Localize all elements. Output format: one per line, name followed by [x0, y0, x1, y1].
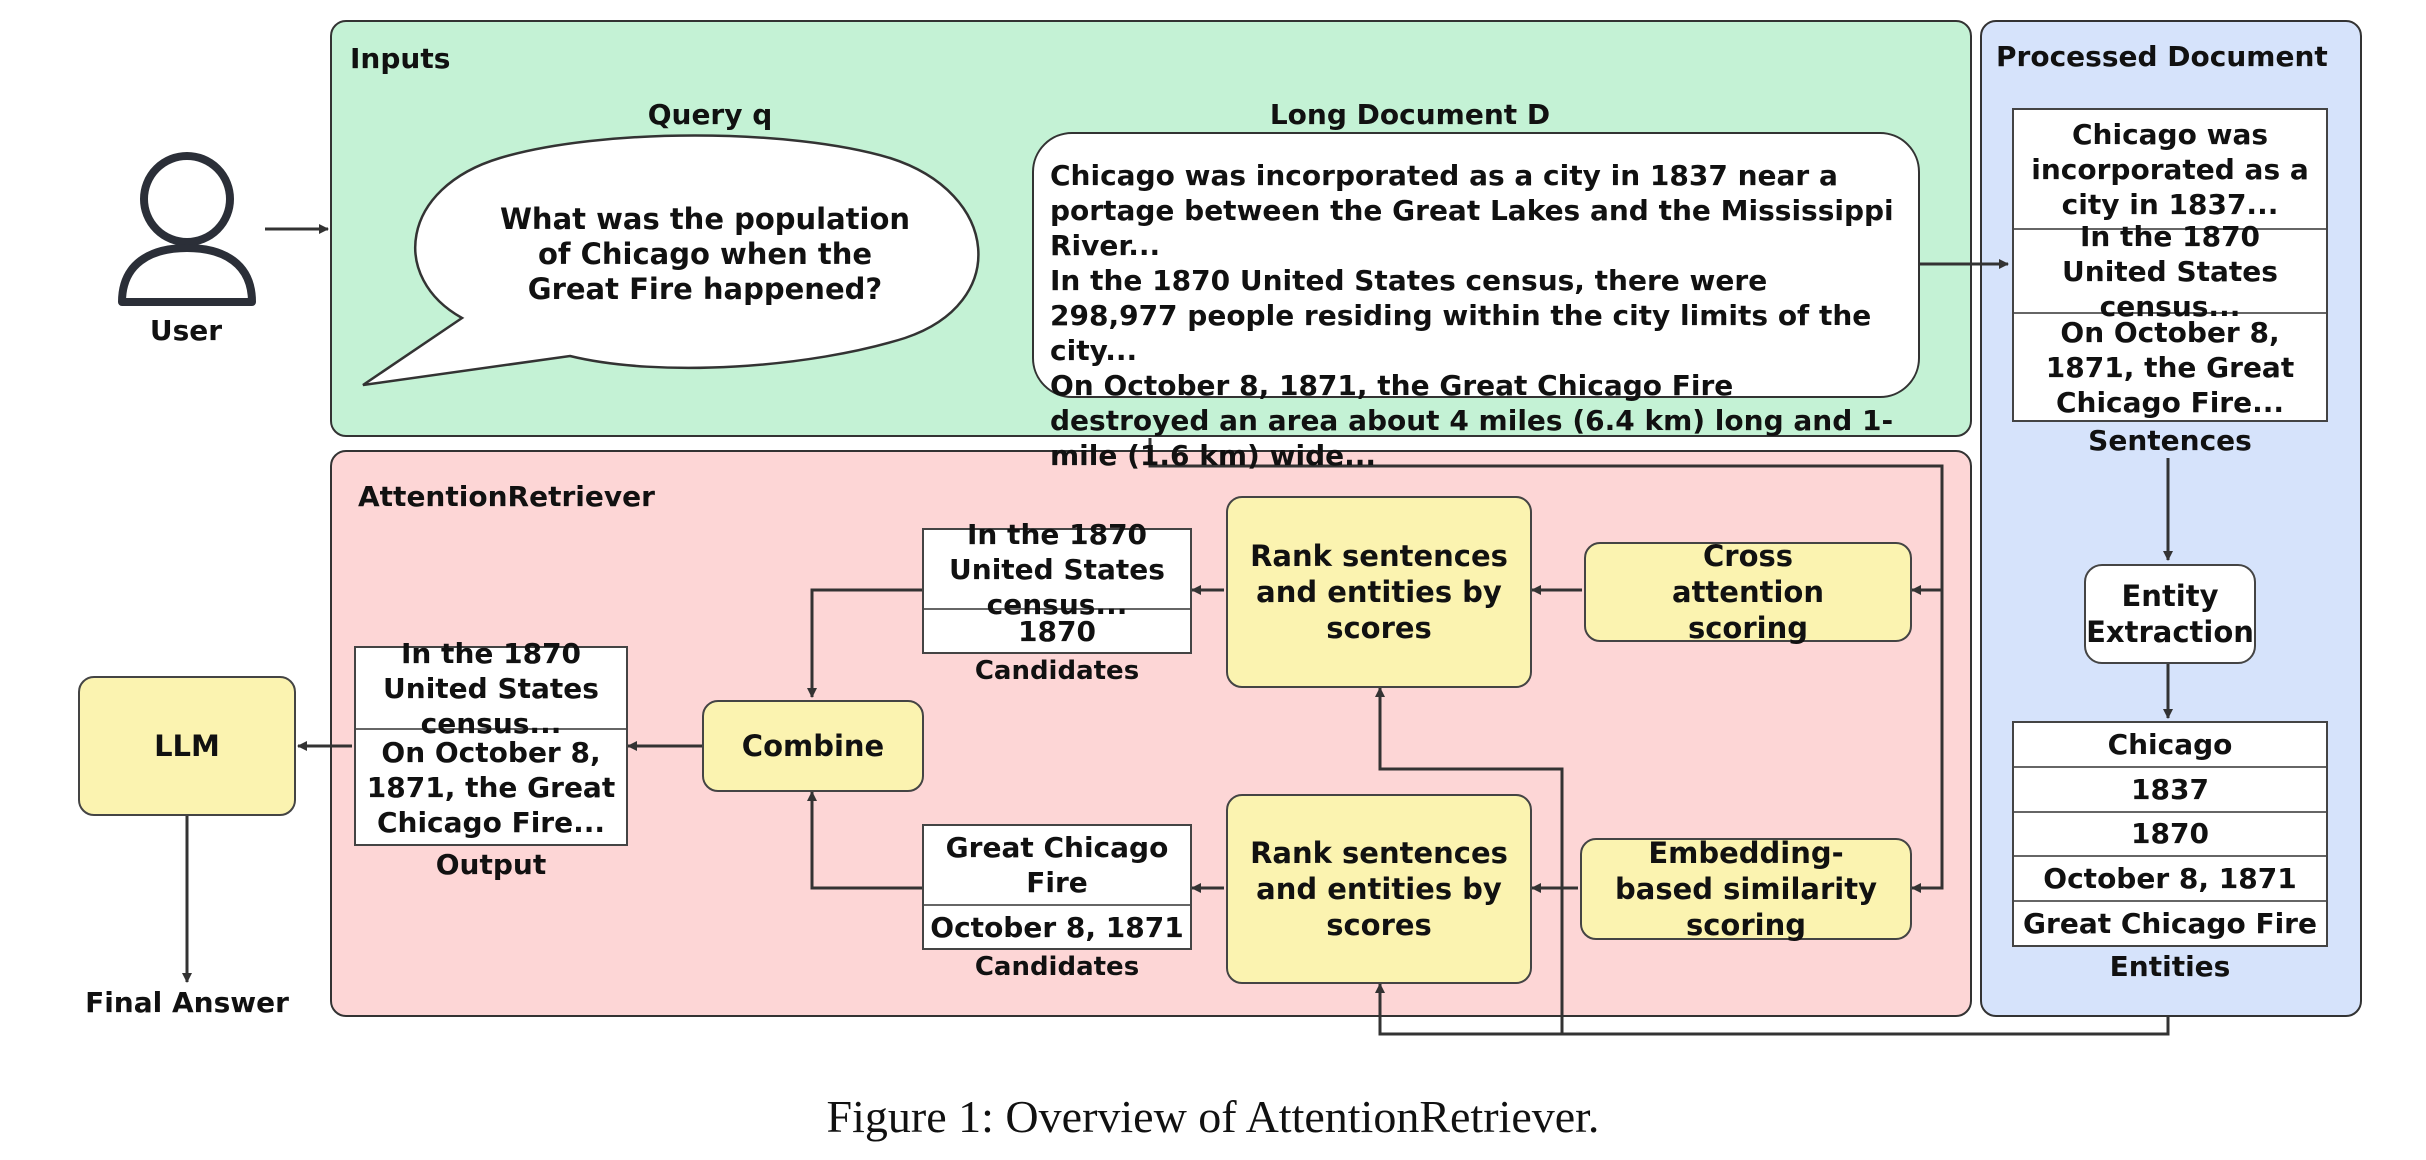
- sentences-stack: Chicago was incorporated as a city in 18…: [2012, 108, 2328, 422]
- document-line-3: On October 8, 1871, the Great Chicago Fi…: [1050, 369, 1894, 472]
- sentence-item: In the 1870 United States census...: [2014, 220, 2326, 323]
- speech-bubble: [362, 134, 980, 387]
- candidate-item: October 8, 1871: [930, 910, 1184, 944]
- cross-attention-scoring-box: Cross attention scoring: [1584, 539, 1912, 645]
- document-title: Long Document D: [1269, 98, 1551, 131]
- sentences-label: Sentences: [2088, 424, 2252, 457]
- query-title: Query q: [647, 98, 773, 131]
- candidate-item: Great Chicago Fire: [924, 826, 1190, 906]
- combine-box: Combine: [702, 700, 924, 792]
- candidates-top-to-combine-line: [807, 588, 922, 698]
- candidates-bottom-stack: Great Chicago Fire October 8, 1871: [922, 824, 1192, 950]
- candidate-item: 1870: [1018, 614, 1096, 648]
- entity-item: Great Chicago Fire: [2023, 907, 2317, 941]
- output-item: In the 1870 United States census...: [356, 637, 626, 740]
- output-item: On October 8, 1871, the Great Chicago Fi…: [366, 735, 616, 839]
- rank-bottom-box: Rank sentences and entities by scores: [1226, 794, 1532, 984]
- query-text: What was the population of Chicago when …: [499, 202, 911, 306]
- entity-item: October 8, 1871: [2014, 857, 2326, 903]
- attention-retriever-title: AttentionRetriever: [358, 480, 655, 513]
- entity-item: 1870: [2014, 813, 2326, 858]
- embedding-scoring-box: Embedding-based similarity scoring: [1580, 836, 1912, 942]
- candidates-bottom-label: Candidates: [974, 952, 1140, 982]
- entities-label: Entities: [2109, 950, 2231, 983]
- candidates-top-label: Candidates: [974, 656, 1140, 686]
- figure-caption: Figure 1: Overview of AttentionRetriever…: [826, 1091, 1600, 1142]
- document-line-1: Chicago was incorporated as a city in 18…: [1050, 159, 1894, 262]
- candidate-item: In the 1870 United States census...: [924, 518, 1190, 621]
- entities-to-rankers-line: [1375, 983, 2170, 1036]
- user-label: User: [149, 314, 223, 347]
- entities-to-top-ranker-line: [1375, 687, 1564, 1034]
- output-label: Output: [435, 848, 547, 881]
- user-icon: [118, 152, 256, 306]
- sentence-item: On October 8, 1871, the Great Chicago Fi…: [2045, 315, 2295, 419]
- processed-document-title: Processed Document: [1996, 40, 2328, 73]
- document-line-2: In the 1870 United States census, there …: [1050, 264, 1872, 367]
- output-stack: In the 1870 United States census... On O…: [354, 637, 628, 846]
- candidates-top-stack: In the 1870 United States census... 1870: [922, 518, 1192, 654]
- candidates-bottom-to-combine-line: [807, 791, 922, 890]
- entity-item: 1837: [2014, 768, 2326, 813]
- entity-extraction-box: Entity Extraction: [2084, 564, 2256, 664]
- rank-top-box: Rank sentences and entities by scores: [1226, 496, 1532, 688]
- document-to-scoring-line: [1148, 438, 1944, 893]
- inputs-panel-title: Inputs: [350, 42, 451, 75]
- final-answer-label: Final Answer: [85, 986, 289, 1019]
- sentence-item: Chicago was incorporated as a city in 18…: [2014, 110, 2326, 230]
- llm-box: LLM: [78, 676, 296, 816]
- entities-stack: Chicago 1837 1870 October 8, 1871 Great …: [2012, 721, 2328, 947]
- long-document-box: Chicago was incorporated as a city in 18…: [1032, 132, 1920, 472]
- entity-item: Chicago: [2014, 723, 2326, 768]
